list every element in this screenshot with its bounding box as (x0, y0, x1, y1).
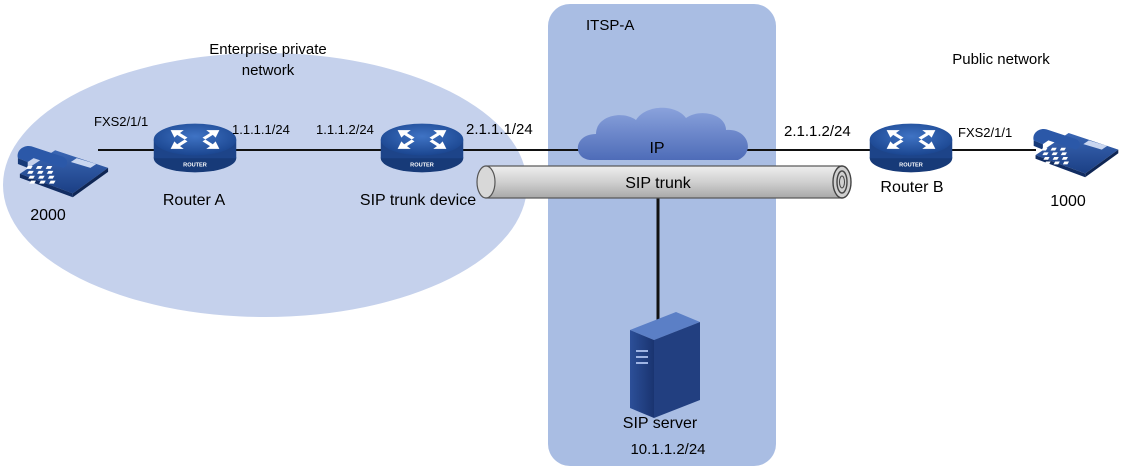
sip-server-label: SIP server (623, 415, 698, 432)
router-b-icon (869, 123, 953, 173)
sip-trunk-device-label: SIP trunk device (360, 192, 476, 209)
router-a-label: Router A (163, 192, 226, 209)
router-b-label: Router B (880, 179, 943, 196)
router-a-icon (153, 123, 237, 173)
enterprise-zone-label-line1: Enterprise private (209, 41, 327, 58)
phone-1000-icon (1033, 129, 1119, 178)
router-b-ip-label: 2.1.1.2/24 (784, 123, 851, 140)
sip-trunk-label: SIP trunk (625, 175, 692, 192)
itsp-zone-label: ITSP-A (586, 17, 634, 34)
router-a-ip-label: 1.1.1.1/24 (232, 122, 290, 137)
router-b-fxs-label: FXS2/1/1 (958, 125, 1012, 140)
phone-2000-label: 2000 (30, 207, 66, 224)
enterprise-zone-label-line2: network (242, 62, 295, 79)
sip-trunk-tube (476, 165, 852, 199)
ip-cloud-icon (577, 107, 748, 160)
router-a-fxs-label: FXS2/1/1 (94, 114, 148, 129)
sip-trunk-device-icon (380, 123, 464, 173)
sip-server-ip-label: 10.1.1.2/24 (630, 441, 705, 458)
trunk-outer-ip-label: 2.1.1.1/24 (466, 121, 533, 138)
sip-server-icon (630, 312, 700, 418)
cloud-label: IP (649, 140, 664, 157)
trunk-inner-ip-label: 1.1.1.2/24 (316, 122, 374, 137)
public-network-label: Public network (952, 51, 1050, 68)
enterprise-zone (3, 53, 527, 317)
phone-1000-label: 1000 (1050, 193, 1086, 210)
